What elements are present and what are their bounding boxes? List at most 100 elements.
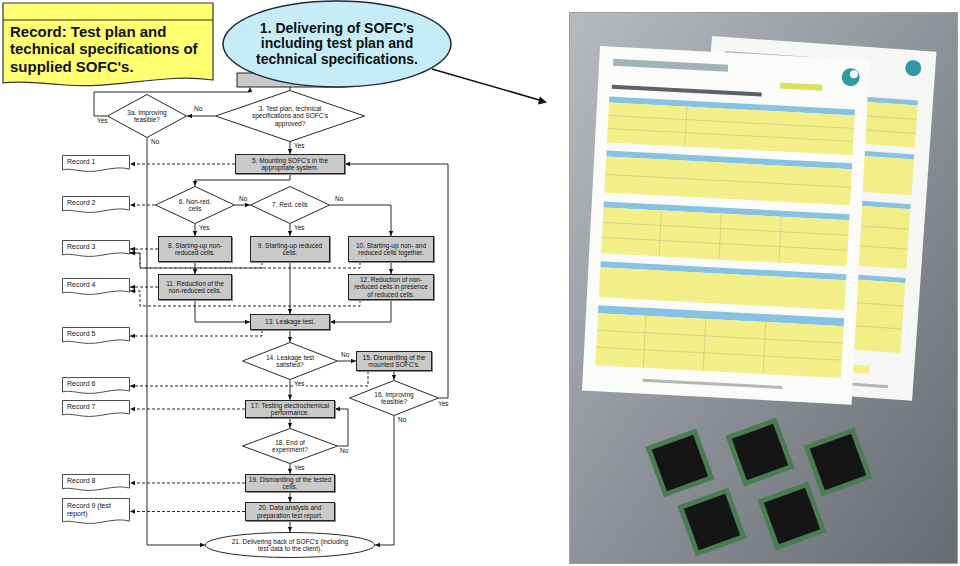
- text-block: 3. Test plan, technical specifications a…: [247, 105, 334, 126]
- node-text: 16. Improving feasible?: [368, 391, 420, 405]
- arrowhead: [130, 481, 135, 485]
- document-outline: [63, 401, 130, 417]
- front-form-sheet-part: [703, 311, 706, 371]
- sofc-cell-part: [764, 488, 820, 544]
- record-document: Record 4: [62, 278, 130, 296]
- flow-connector: [288, 521, 292, 532]
- node-text: Record: Test plan and technical specific…: [10, 23, 208, 75]
- branch-label: No: [150, 139, 160, 146]
- record-document: Record 7: [62, 400, 130, 418]
- flow-connector: [288, 224, 292, 236]
- text-block: Record 4: [67, 281, 127, 289]
- front-form-sheet: [582, 46, 870, 405]
- flow-connector: [330, 205, 393, 236]
- front-form-sheet-part: [841, 68, 860, 87]
- flow-line: [375, 416, 394, 545]
- record-connector: [130, 371, 368, 388]
- record-document: Record 3: [62, 240, 130, 258]
- arrowhead: [130, 251, 135, 255]
- terminal-ellipse: 21. Delivering back of SOFC's (including…: [205, 532, 375, 558]
- front-form-sheet-part: [608, 116, 854, 129]
- text-block: 16. Improving feasible?: [368, 391, 420, 405]
- flow-connector: [375, 416, 394, 547]
- flow-connector: [235, 203, 250, 207]
- flow-connector: [288, 330, 292, 342]
- arrowhead: [245, 203, 250, 207]
- node-text: Record 9 (test report): [67, 502, 127, 517]
- flow-connector: [195, 300, 250, 324]
- sofc-cell: [757, 481, 826, 550]
- record-document: Record 6: [62, 377, 130, 395]
- note-band: [3, 20, 213, 21]
- text-block: Record 8: [67, 477, 127, 485]
- arrowhead: [130, 289, 135, 293]
- node-text: 20. Data analysis and preparation test r…: [248, 504, 332, 518]
- record-link: [130, 371, 368, 386]
- process-box: 8. Starting-up non-reduced cells.: [158, 236, 232, 262]
- text-block: Record 7: [67, 403, 127, 411]
- front-form-sheet-part: [603, 222, 849, 235]
- process-box: 19. Dismantling of the tested cells.: [245, 474, 335, 492]
- node-text: 14. Leakage test satisfied?: [262, 354, 318, 368]
- arrowhead: [130, 203, 135, 207]
- record-link: [130, 330, 262, 336]
- decision-diamond: 18. End of experiment?: [242, 428, 338, 464]
- record-connector: [130, 162, 235, 166]
- process-box: 11. Reduction of the non-reduced cells.: [158, 274, 232, 300]
- text-block: Record 2: [67, 199, 127, 207]
- node-text: 5. Mounting SOFC's in the appropriate sy…: [238, 157, 342, 171]
- flow-connector: [288, 464, 292, 474]
- text-block: Record 9 (test report): [67, 502, 127, 517]
- arrowhead: [130, 509, 135, 513]
- text-block: 9. Starting-up reduced cells.: [253, 242, 327, 256]
- record-note: Record: Test plan and technical specific…: [2, 2, 214, 88]
- callout-leader-part: [432, 69, 540, 100]
- diamond-outline: [251, 187, 330, 224]
- flow-connector: [335, 407, 348, 446]
- arrowhead: [392, 375, 396, 380]
- branch-label: No: [193, 106, 203, 113]
- sofc-cell: [803, 427, 872, 496]
- document-outline: [63, 328, 130, 344]
- record-link: [130, 408, 245, 409]
- node-text: 18. End of experiment?: [262, 439, 318, 453]
- node-text: 11. Reduction of the non-reduced cells.: [161, 280, 229, 294]
- photo-part: [570, 13, 958, 564]
- document-outline: [63, 156, 130, 172]
- text-block: 5. Mounting SOFC's in the appropriate sy…: [238, 157, 342, 171]
- text-block: Record 6: [67, 380, 127, 388]
- front-form-sheet-part: [719, 214, 721, 260]
- callout-ellipse: 1. Delivering of SOFC's including test p…: [222, 0, 452, 88]
- record-link: [130, 511, 245, 512]
- flow-connector: [345, 162, 448, 398]
- decision-diamond: 16. Improving feasible?: [349, 380, 439, 416]
- branch-label: No: [340, 352, 350, 359]
- flow-connector: [389, 262, 393, 274]
- node-text: Record 3: [67, 243, 127, 251]
- arrowhead: [200, 543, 205, 547]
- sofc-cell: [677, 487, 746, 556]
- branch-label: Yes: [96, 118, 109, 125]
- record-document: Record 8: [62, 474, 130, 492]
- flow-connector: [330, 300, 391, 324]
- front-form-sheet-part: [763, 314, 766, 374]
- text-block: 14. Leakage test satisfied?: [262, 354, 318, 368]
- front-form-sheet-part: [599, 267, 846, 310]
- flow-connector: [193, 224, 197, 236]
- arrowhead: [335, 407, 340, 411]
- node-text: 21. Delivering back of SOFC's (including…: [229, 538, 351, 552]
- process-box: 20. Data analysis and preparation test r…: [245, 502, 335, 521]
- record-connector: [130, 509, 245, 513]
- document-outline: [63, 499, 130, 524]
- arrowhead: [130, 162, 135, 166]
- flow-line: [195, 174, 290, 186]
- decision-diamond: 3. Test plan, technical specifications a…: [215, 90, 365, 142]
- node-text: 10. Starting-up non- and reduced cells t…: [351, 242, 431, 256]
- sofc-cell-part: [810, 434, 866, 490]
- flow-line: [330, 300, 391, 322]
- diamond-outline: [156, 187, 235, 224]
- flow-connector: [338, 359, 356, 363]
